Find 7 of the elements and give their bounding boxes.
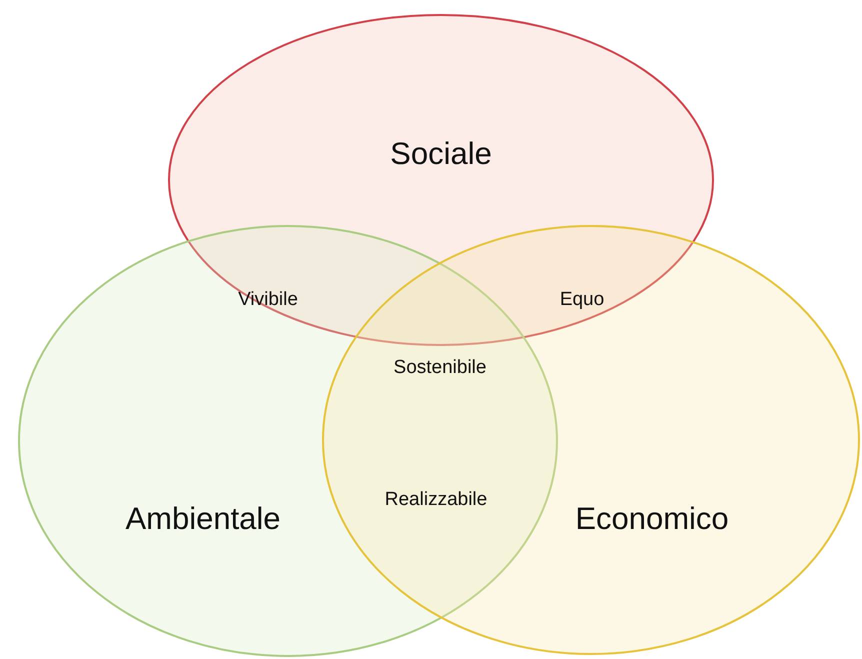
intersection-label: Sostenibile: [394, 357, 486, 379]
set-label: Ambientale: [125, 501, 281, 537]
set-label: Economico: [575, 501, 729, 537]
set-label: Sociale: [390, 136, 492, 172]
intersection-label: Vivibile: [238, 289, 298, 311]
intersection-label: Equo: [560, 289, 604, 311]
intersection-label: Realizzabile: [384, 489, 488, 511]
